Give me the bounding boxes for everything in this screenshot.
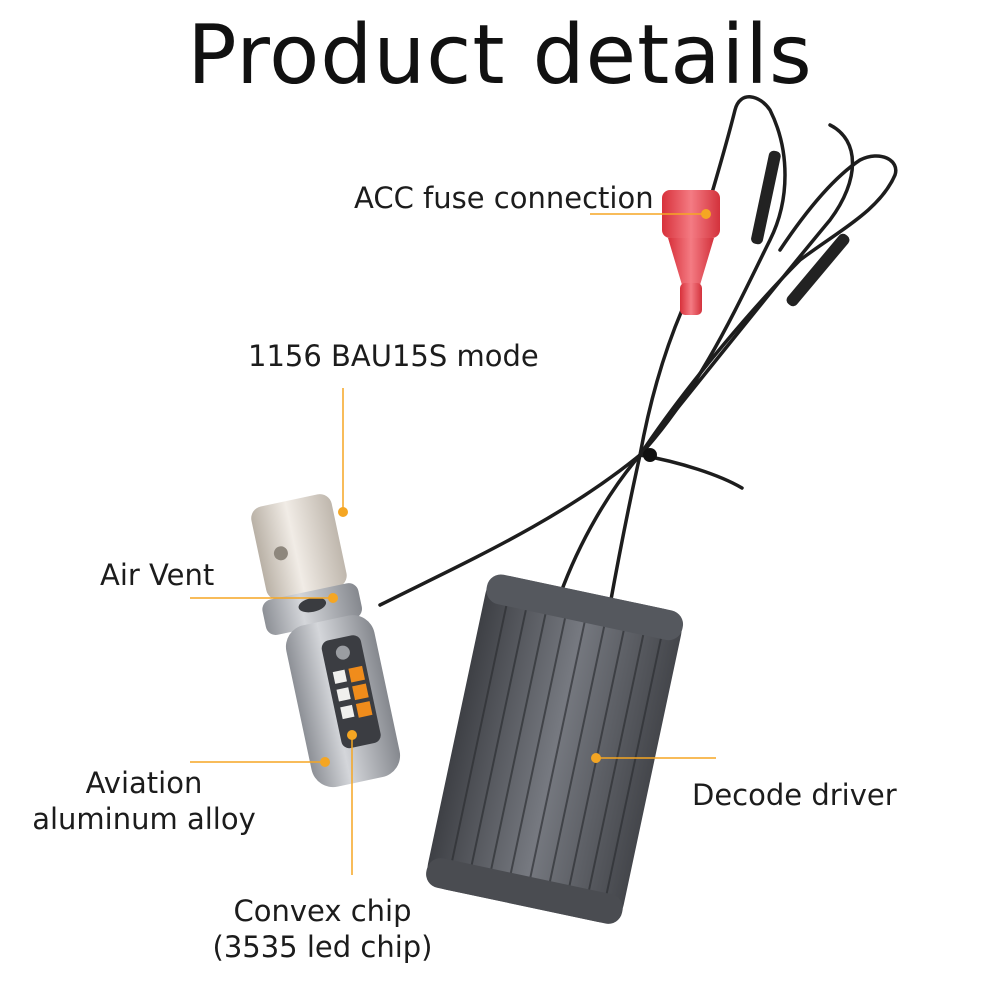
acc-fuse-connector [662,190,720,315]
chip-board [321,635,381,749]
socket-pin [273,546,288,561]
page-title: Product details [187,8,813,103]
label-acc-fuse: ACC fuse connection [354,181,654,215]
cable-tie [643,448,657,462]
wire-loop-right [638,154,898,457]
wire-loop-upper [638,95,787,457]
heat-shrink-left [751,150,781,245]
label-convex-line1: Convex chip [233,894,412,928]
wire-driver-right [608,453,642,607]
label-convex: Convex chip (3535 led chip) [200,893,445,965]
wire-loop-far [638,123,855,457]
label-decode-driver: Decode driver [692,778,897,812]
decode-driver-box [426,574,684,924]
label-convex-line2: (3535 led chip) [212,930,433,964]
label-aviation: Aviation aluminum alloy [0,765,288,837]
label-aviation-line1: Aviation [85,766,203,800]
cable-tie-tail [638,453,744,490]
wire-driver-left [558,453,642,597]
wire-to-fuse [638,308,684,457]
label-bau15s: 1156 BAU15S mode [248,339,539,373]
wire-bulb-to-driver [378,453,642,607]
bau15s-socket [251,494,347,600]
label-air-vent: Air Vent [100,558,215,592]
board-screw [335,645,350,660]
leader-lines [190,213,716,875]
led-bulb [251,494,401,788]
air-vent-slot [298,597,327,613]
heat-shrink-right [786,233,850,307]
label-aviation-line2: aluminum alloy [32,802,256,836]
